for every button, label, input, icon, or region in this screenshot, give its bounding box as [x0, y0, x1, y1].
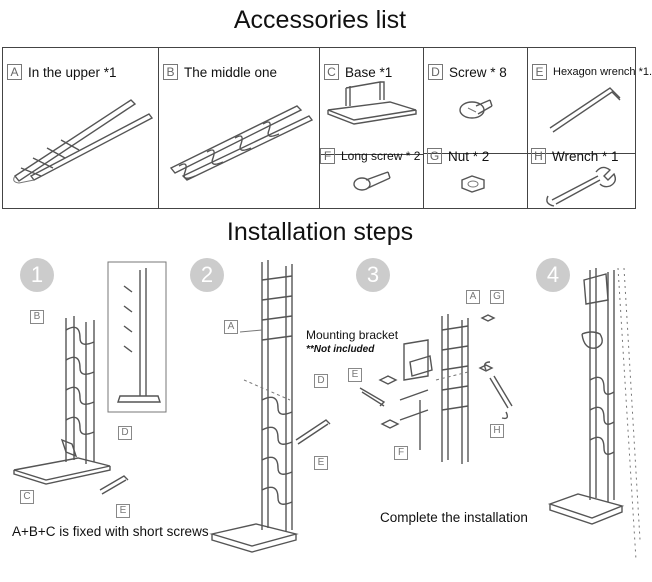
hexagon-wrench-illustration [549, 87, 621, 133]
base-illustration [327, 81, 417, 125]
step1-caption: A+B+C is fixed with short screws [12, 524, 209, 539]
callout-s1-e: E [116, 504, 130, 518]
part-card-f [320, 154, 424, 209]
wrench-icon [546, 166, 617, 207]
callout-s1-b: B [30, 310, 44, 324]
step1-assembly [13, 261, 167, 495]
callout-s2-a: A [224, 320, 238, 334]
middle-frame-illustration [169, 105, 314, 181]
mounting-bracket-label: Mounting bracket [306, 328, 399, 342]
nut-icon [461, 175, 485, 193]
callout-s3-g: G [490, 290, 504, 304]
long-screw-icon [353, 171, 391, 191]
callout-s3-f: F [394, 446, 408, 460]
callout-s3-e: E [348, 368, 362, 382]
part-card-g [424, 154, 528, 209]
installation-heading: Installation steps [226, 218, 414, 246]
callout-s2-e: E [314, 456, 328, 470]
step3-assembly [359, 314, 513, 464]
step-badge-1: 1 [20, 258, 54, 292]
callout-s2-d: D [314, 374, 328, 388]
screw-illustration [459, 99, 493, 119]
not-included-note: **Not included [306, 344, 375, 355]
callout-s3-a: A [466, 290, 480, 304]
callout-s1-c: C [20, 490, 34, 504]
step4-assembly [547, 267, 641, 561]
step2-assembly [209, 260, 331, 553]
part-card-h [528, 154, 636, 209]
callout-s1-d: D [118, 426, 132, 440]
step-badge-2: 2 [190, 258, 224, 292]
accessories-heading: Accessories list [233, 6, 407, 34]
step-badge-3: 3 [356, 258, 390, 292]
step-badge-4: 4 [536, 258, 570, 292]
step4-caption: Complete the installation [380, 510, 528, 525]
upper-frame-illustration [13, 99, 154, 184]
callout-s3-h: H [490, 424, 504, 438]
